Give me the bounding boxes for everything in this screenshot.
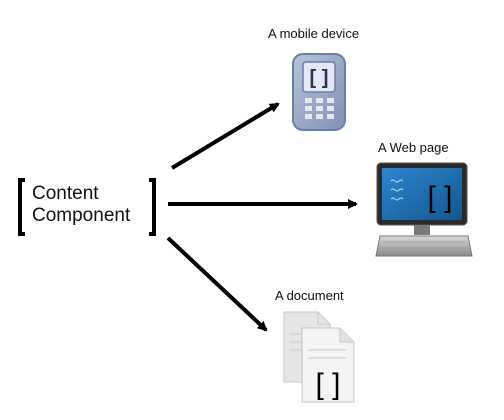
document-icon: [ ] — [283, 311, 355, 403]
content-component-line1: Content — [32, 183, 99, 204]
web-page-label: A Web page — [378, 140, 449, 155]
mobile-device-label: A mobile device — [268, 26, 360, 41]
arrow-to-document — [166, 236, 268, 332]
monitor-icon: [ ] — [375, 162, 473, 257]
document-label: A document — [275, 288, 344, 303]
arrow-to-mobile — [170, 102, 280, 170]
right-bracket — [149, 178, 156, 236]
left-bracket — [18, 178, 25, 236]
svg-text:[ ]: [ ] — [427, 181, 452, 214]
content-component-box: Content Component — [18, 178, 158, 236]
svg-text:[ ]: [ ] — [315, 368, 340, 401]
svg-text:[ ]: [ ] — [310, 67, 329, 89]
mobile-device-icon: [ ] — [292, 53, 346, 131]
content-component-line2: Component — [32, 205, 131, 226]
